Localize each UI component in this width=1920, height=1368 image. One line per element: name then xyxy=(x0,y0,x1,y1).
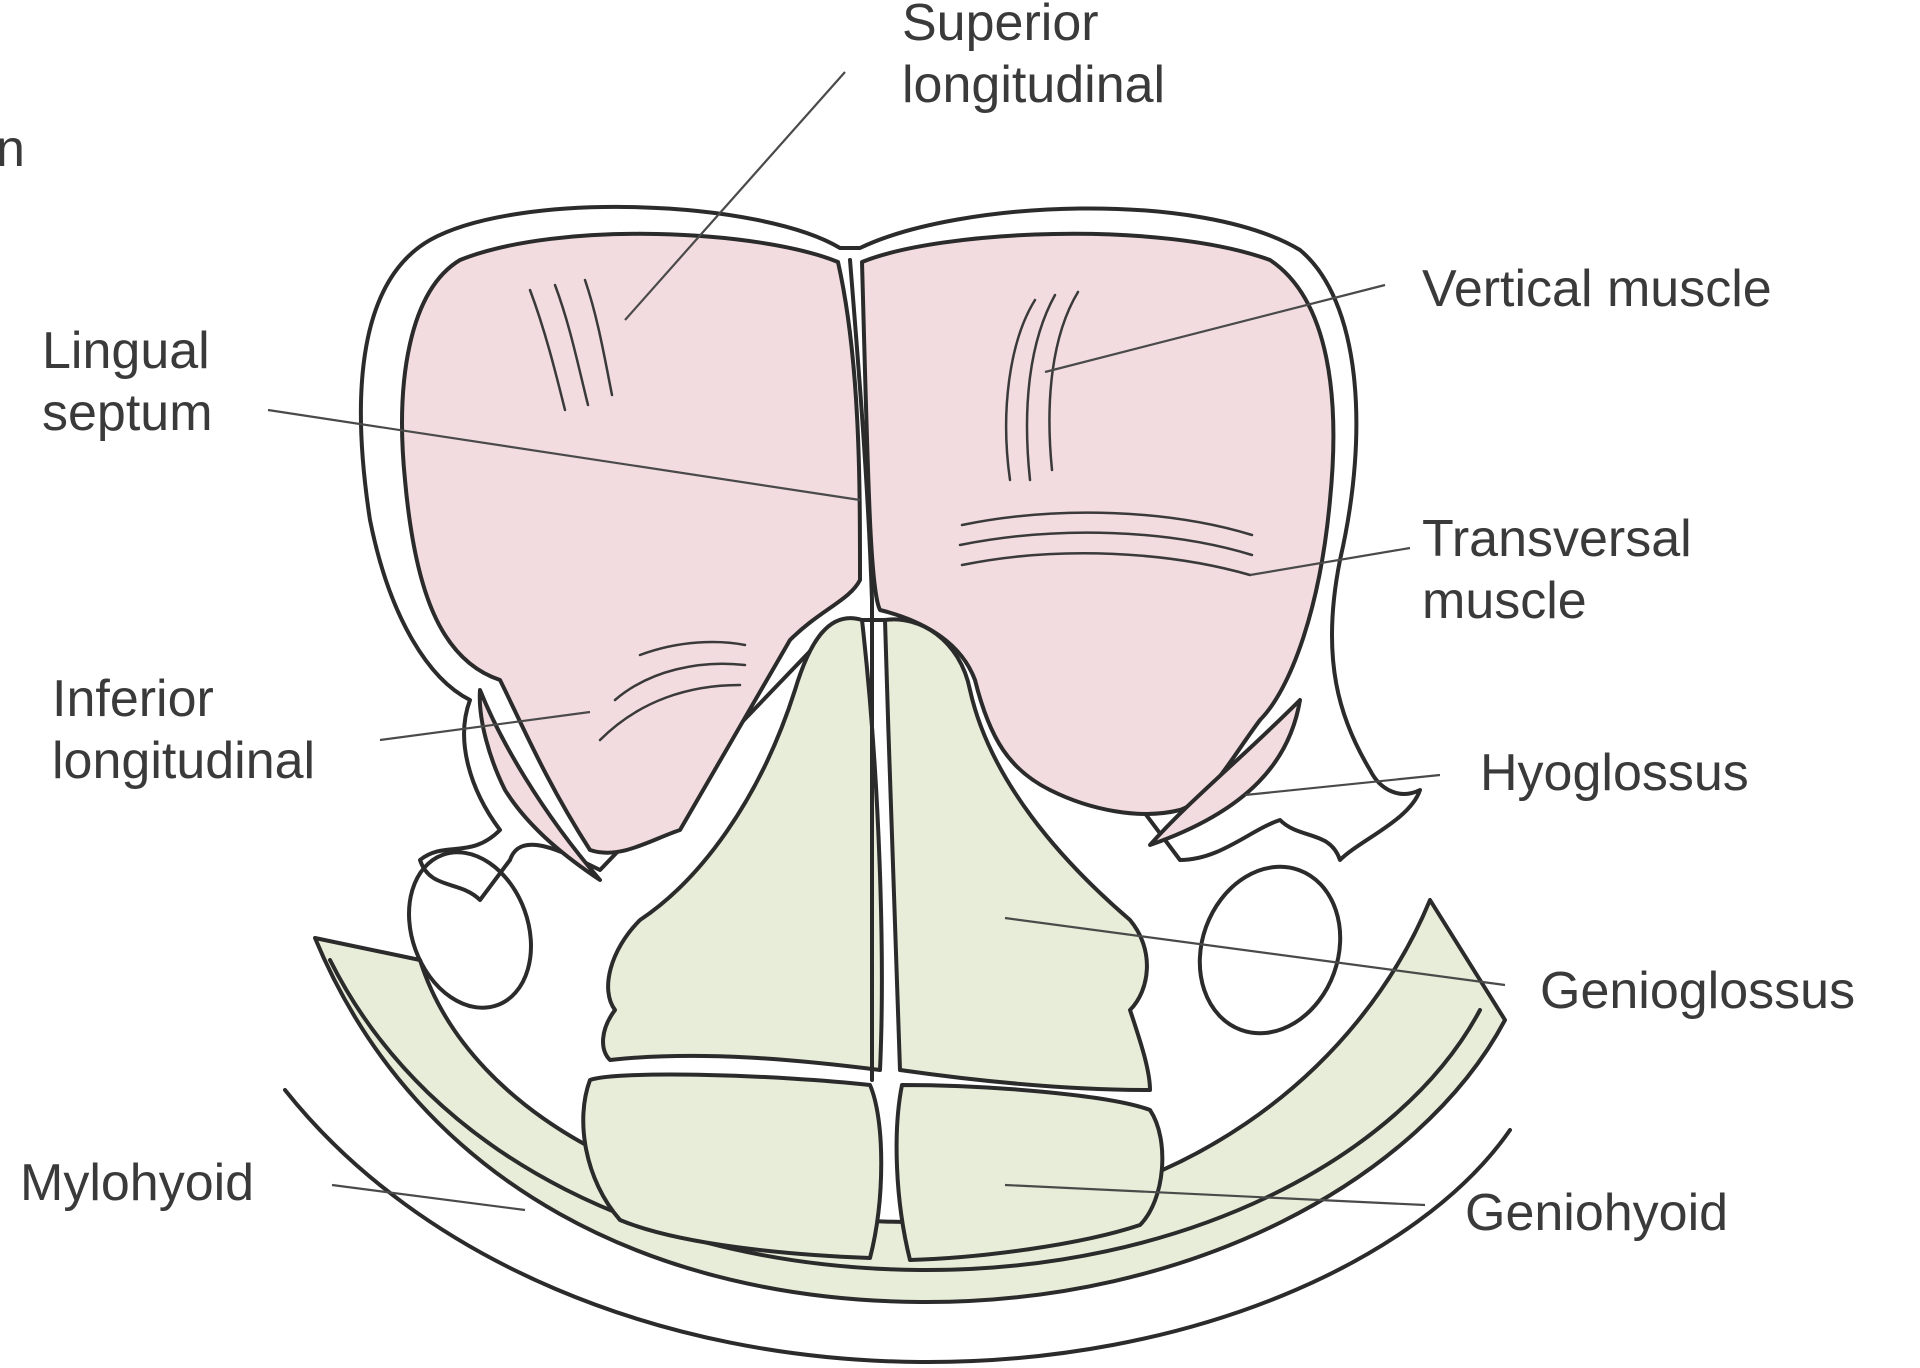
label-vertical-muscle: Vertical muscle xyxy=(1422,258,1772,320)
label-geniohyoid: Geniohyoid xyxy=(1465,1182,1728,1244)
label-transversal-muscle: Transversal muscle xyxy=(1422,508,1692,633)
label-mylohyoid: Mylohyoid xyxy=(20,1152,254,1214)
label-superior-longitudinal: Superior longitudinal xyxy=(902,0,1165,117)
label-genioglossus: Genioglossus xyxy=(1540,960,1855,1022)
label-cut-off: n xyxy=(0,118,25,180)
label-inferior-longitudinal: Inferior longitudinal xyxy=(52,668,315,793)
label-lingual-septum: Lingual septum xyxy=(42,320,213,445)
hyoid-right xyxy=(1177,847,1363,1053)
label-hyoglossus: Hyoglossus xyxy=(1480,742,1749,804)
